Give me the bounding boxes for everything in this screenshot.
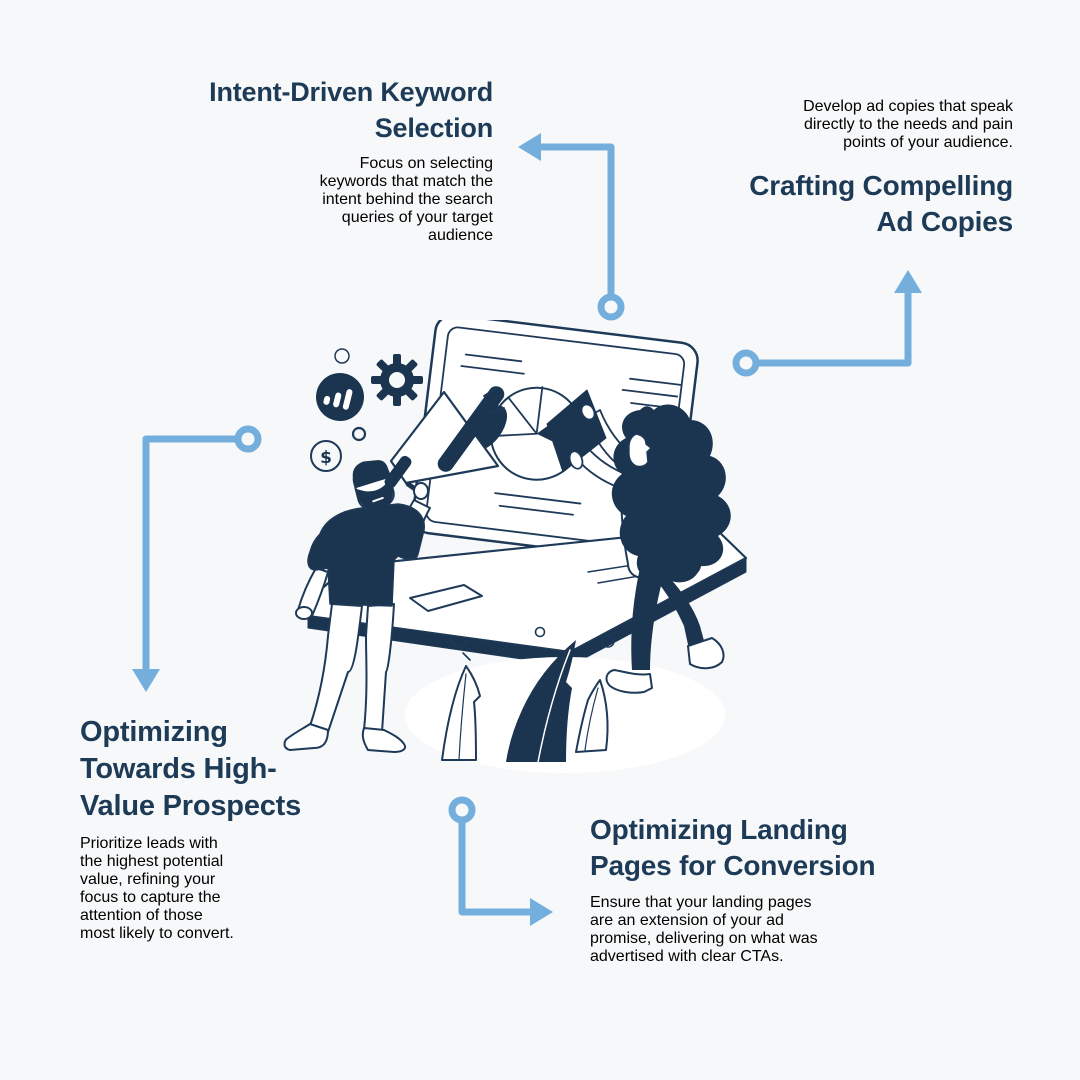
- title-line: Intent-Driven Keyword: [209, 77, 493, 107]
- card-title: Crafting Compelling Ad Copies: [640, 168, 1013, 240]
- card-title: Optimizing Landing Pages for Conversion: [590, 812, 960, 884]
- arrow-up-icon: [894, 270, 922, 293]
- card-title: Optimizing Towards High- Value Prospects: [80, 714, 350, 825]
- leaf-icons: [441, 640, 609, 763]
- title-line: Crafting Compelling: [749, 170, 1013, 201]
- card-intent-driven-keyword-selection: Intent-Driven Keyword Selection Focus on…: [140, 74, 493, 261]
- card-optimizing-towards-high-value-prospects: Optimizing Towards High- Value Prospects…: [80, 714, 350, 959]
- card-optimizing-landing-pages-for-conversion: Optimizing Landing Pages for Conversion …: [590, 812, 960, 982]
- small-circle-icon: [334, 348, 350, 364]
- title-line: Selection: [374, 113, 493, 143]
- card-title: Intent-Driven Keyword Selection: [140, 74, 493, 146]
- woman-figure: [546, 389, 731, 694]
- card-crafting-compelling-ad-copies: Develop ad copies that speak directly to…: [640, 98, 1013, 240]
- connector-top-right: [732, 270, 922, 377]
- arrow-down-icon: [132, 669, 160, 692]
- man-figure: [283, 460, 431, 753]
- connector-left: [132, 425, 262, 692]
- connector-node-icon: [234, 425, 262, 453]
- small-ring-icon: [351, 426, 367, 442]
- arrow-left-icon: [518, 133, 541, 161]
- growth-chart-badge-icon: [316, 373, 364, 421]
- gear-icon: [371, 354, 423, 406]
- title-line: Optimizing Landing: [590, 814, 848, 845]
- dollar-coin-icon: $: [310, 440, 342, 472]
- title-line: Pages for Conversion: [590, 850, 876, 881]
- svg-text:$: $: [320, 448, 332, 468]
- title-line: Value Prospects: [80, 790, 302, 822]
- connector-node-icon: [597, 293, 625, 321]
- connector-node-icon: [448, 796, 476, 824]
- title-line: Ad Copies: [876, 206, 1013, 237]
- connector-top-left: [518, 133, 625, 321]
- title-line: Towards High-: [80, 753, 277, 785]
- title-line: Optimizing: [80, 716, 228, 748]
- team-laptop-illustration: $: [283, 320, 748, 773]
- megaphone-icon: [384, 386, 508, 500]
- arrow-right-icon: [530, 898, 553, 926]
- connector-bottom: [448, 796, 553, 926]
- sparkle-icon: [449, 626, 615, 661]
